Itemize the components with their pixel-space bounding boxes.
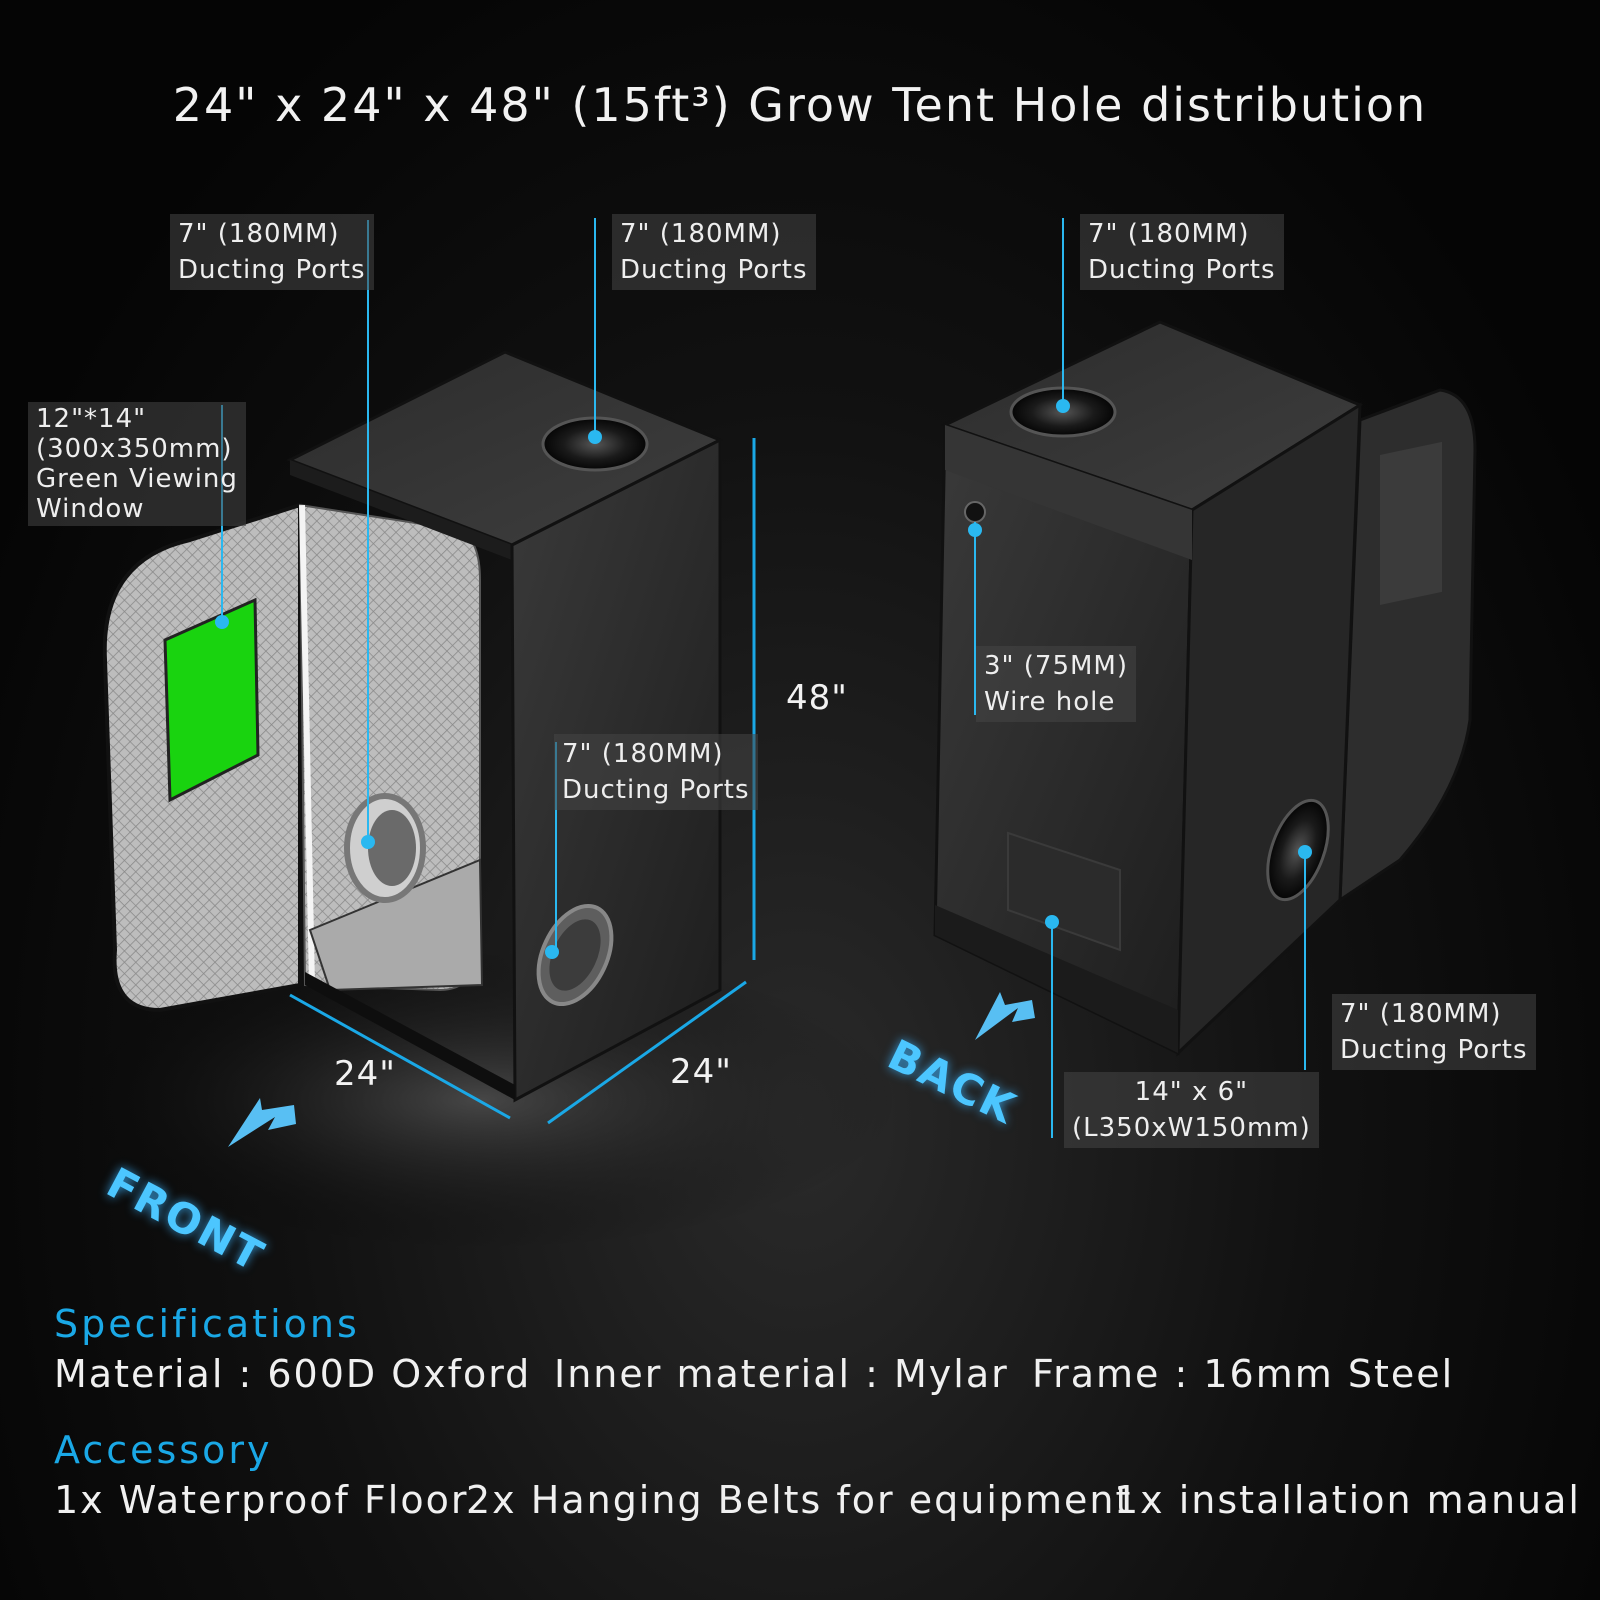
accessory-heading: Accessory	[54, 1428, 273, 1472]
back-side-port	[1266, 798, 1330, 902]
accessory-floor: 1x Waterproof Floor	[54, 1478, 469, 1522]
spec-frame: Frame : 16mm Steel	[1032, 1352, 1455, 1396]
accessory-manual: 1x installation manual	[1114, 1478, 1581, 1522]
spec-material: Material : 600D Oxford	[54, 1352, 532, 1396]
dot-window	[215, 615, 229, 629]
callout-back-top: 7" (180MM)Ducting Ports	[1080, 214, 1284, 290]
tent-floor	[308, 858, 484, 992]
dot-back-top-port	[1056, 399, 1070, 413]
width-label: 24"	[334, 1054, 396, 1094]
page-title: 24" x 24" x 48" (15ft³) Grow Tent Hole d…	[172, 78, 1428, 132]
callout-front-side: 7" (180MM)Ducting Ports	[554, 734, 758, 810]
wire-hole	[964, 501, 986, 523]
depth-dimension-line	[547, 980, 747, 1125]
dot-wire-hole	[968, 523, 982, 537]
width-dimension-line	[289, 993, 511, 1120]
front-arrow-icon	[228, 1098, 296, 1147]
dot-vent	[1045, 915, 1059, 929]
callout-vent: 14" x 6"(L350xW150mm)	[1064, 1072, 1319, 1148]
callout-wire-hole: 3" (75MM)Wire hole	[976, 646, 1137, 722]
dot-front-side-port	[545, 945, 559, 959]
height-label: 48"	[786, 678, 848, 718]
dot-back-side-port	[1298, 845, 1312, 859]
back-window-outline	[1380, 441, 1442, 605]
dot-front-inner-port	[361, 835, 375, 849]
callout-front-top-right: 7" (180MM)Ducting Ports	[612, 214, 816, 290]
callout-back-side: 7" (180MM)Ducting Ports	[1332, 994, 1536, 1070]
back-tent-side	[1176, 402, 1362, 1057]
accessory-belts: 2x Hanging Belts for equipment	[466, 1478, 1133, 1522]
specifications-heading: Specifications	[54, 1302, 360, 1346]
depth-label: 24"	[670, 1052, 732, 1092]
vent-panel	[1007, 831, 1121, 952]
door-zipper	[299, 504, 315, 986]
back-arrow-icon	[975, 992, 1035, 1040]
green-viewing-window	[163, 597, 260, 803]
spec-inner-material: Inner material : Mylar	[554, 1352, 1009, 1396]
dot-front-top-port	[588, 430, 602, 444]
callout-front-top-left: 7" (180MM)Ducting Ports	[170, 214, 374, 290]
